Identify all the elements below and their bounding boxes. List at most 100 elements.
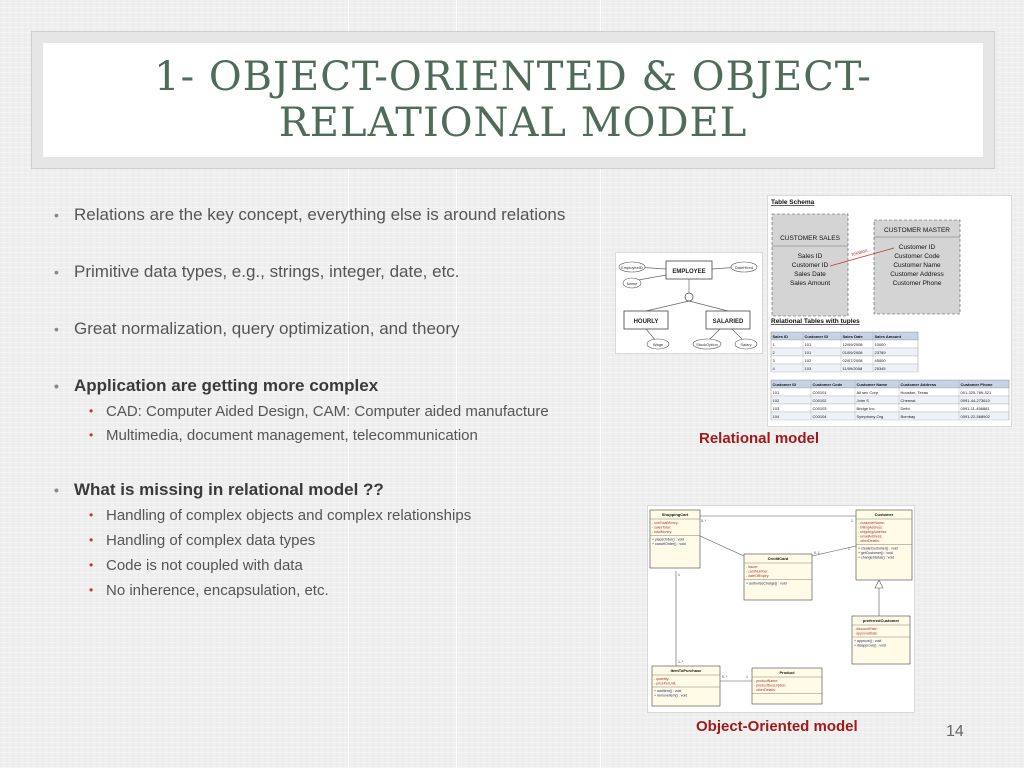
table-cell: Chennai	[901, 398, 916, 403]
uml-operation: + createCustomer() : void	[858, 547, 898, 551]
svg-text:Customer Phone: Customer Phone	[893, 280, 942, 287]
table-cell: 45000	[875, 358, 887, 363]
table-cell: 101	[805, 350, 812, 355]
er-attr-label: DateHired	[735, 265, 753, 270]
slide-title: 1- OBJECT-ORIENTED & OBJECT- RELATIONAL …	[154, 54, 872, 146]
uml-attribute: - dateOfExpiry:	[746, 574, 769, 578]
relation-arrow	[829, 247, 895, 267]
table-cell: 103	[773, 406, 780, 411]
table-cell: 1	[773, 342, 776, 347]
uml-class-name: Product	[779, 670, 795, 675]
table-cell: 01/09/2008	[843, 350, 864, 355]
table-header-cell: Customer ID	[773, 382, 797, 387]
er-entity	[705, 310, 751, 330]
uml-class-name: CreditCard	[768, 556, 789, 561]
table-header-cell: Customer ID	[805, 334, 829, 339]
table-cell: C00103	[813, 406, 828, 411]
svg-text:Customer ID: Customer ID	[899, 244, 936, 251]
uml-diagram: 0..* 1 1 1..* 0..* 1 0..1 1 ShoppingCart…	[649, 509, 913, 707]
uml-class: ItemToPurchase- quantity:- pricePerUnit:…	[651, 665, 721, 707]
uml-classes: ShoppingCart- subTotalMoney:- salesTotal…	[649, 509, 913, 707]
table-cell: C00101	[813, 390, 828, 395]
er-attr-label: EmployeeID	[621, 265, 643, 270]
uml-attribute: - otherDetails:	[754, 688, 776, 692]
svg-text:Customer Name: Customer Name	[893, 262, 941, 269]
master-table-box	[873, 219, 961, 315]
table-cell: 001-325-789-321	[961, 390, 992, 395]
table-cell: 103	[805, 366, 812, 371]
bullet-item: Application are getting more complex	[48, 375, 588, 397]
uml-operation: + getCustomer() : void	[858, 551, 893, 555]
title-panel: 1- OBJECT-ORIENTED & OBJECT- RELATIONAL …	[43, 43, 983, 157]
uml-attribute: - approvalDate:	[854, 632, 878, 636]
table-cell: 0091-22-568902	[961, 414, 991, 419]
table-cell: 2	[773, 350, 776, 355]
table-header-cell: Customer Phone	[961, 382, 994, 387]
table-cell: 0091-11-456881	[961, 406, 991, 411]
er-diagram-image: EMPLOYEE EmployeeID DateHired Name HOURL…	[615, 252, 763, 354]
sales-table-box	[771, 213, 849, 317]
bullet-item: Relations are the key concept, everythin…	[48, 204, 588, 226]
er-diagram: EMPLOYEE EmployeeID DateHired Name HOURL…	[618, 260, 758, 350]
table-cell: Delhi	[901, 406, 910, 411]
uml-attribute: - customerName:	[858, 521, 885, 525]
uml-class-name: preferredCustomer	[863, 618, 900, 623]
table-header-cell: Customer Code	[813, 382, 844, 387]
title-frame: 1- OBJECT-ORIENTED & OBJECT- RELATIONAL …	[31, 31, 995, 169]
relation-label: relation	[851, 248, 869, 258]
er-attr-label: Salary	[740, 342, 751, 347]
svg-text:1: 1	[678, 573, 680, 577]
svg-text:0..*: 0..*	[722, 675, 728, 679]
uml-class-name: ItemToPurchase	[671, 668, 703, 673]
er-attr-label: StockOption	[696, 342, 718, 347]
uml-operation: + placeOrder() : void	[652, 538, 684, 542]
uml-attribute: - quantity:	[654, 677, 669, 681]
page-number: 14	[946, 723, 964, 740]
table-header-cell: Sales Amount	[875, 334, 902, 339]
table-cell: Symphony Org	[857, 414, 884, 419]
svg-text:1: 1	[848, 547, 850, 551]
uml-class: Customer- customerName:- billingAddress:…	[855, 509, 913, 581]
er-entity	[665, 260, 713, 280]
uml-attribute: - billingAddress:	[858, 526, 883, 530]
svg-text:1..*: 1..*	[678, 660, 684, 664]
table-cell: 0091-44-273610	[961, 398, 991, 403]
object-oriented-model-image: 0..* 1 1 1..* 0..* 1 0..1 1 ShoppingCart…	[647, 505, 915, 713]
er-entity-label: HOURLY	[634, 319, 659, 325]
table-cell: Houston, Texas	[901, 390, 929, 395]
uml-class: preferredCustomer - discountRate:- approv…	[851, 615, 911, 665]
table-cell: 3	[773, 358, 776, 363]
sub-bullet-item: Multimedia, document management, telecom…	[48, 426, 526, 445]
table-cell: John S	[857, 398, 870, 403]
table-cell: 102	[773, 398, 780, 403]
svg-text:Customer ID: Customer ID	[792, 262, 829, 269]
uml-attribute: - totalMoney:	[652, 530, 672, 534]
uml-attribute: - pricePerUnit:	[654, 682, 676, 686]
svg-text:Customer Address: Customer Address	[890, 271, 944, 278]
sub-bullet-item: Handling of complex data types	[48, 531, 588, 550]
table-cell: C00102	[813, 398, 828, 403]
table-cell: 11/09/2008	[843, 366, 863, 371]
table-cell: Bombay	[901, 414, 916, 419]
bullet-item: What is missing in relational model ??	[48, 479, 588, 501]
er-entity-label: SALARIED	[713, 319, 744, 325]
table-header-cell: Sales ID	[773, 334, 789, 339]
relational-model-figure: Table Schema CUSTOMER SALES Sales ID Cus…	[770, 199, 1010, 421]
uml-attribute: - issuer:	[746, 565, 758, 569]
uml-associations	[675, 515, 880, 682]
table-cell: 12/09/2008	[843, 342, 864, 347]
table-cell: 25345	[875, 366, 887, 371]
uml-class: Product- productName:- productDescriptio…	[751, 667, 823, 705]
table-cell: 23789	[875, 350, 887, 355]
tuples-title: Relational Tables with tuples	[771, 318, 860, 325]
svg-text:1: 1	[746, 675, 748, 679]
uml-attribute: - emailAddress:	[858, 535, 882, 539]
er-entity	[623, 310, 669, 330]
er-entity-label: EMPLOYEE	[672, 269, 705, 275]
uml-operation: + approve() : void	[854, 639, 881, 643]
table-cell: 02/07/2008	[843, 358, 864, 363]
uml-attribute: - discountRate:	[854, 627, 878, 631]
title-line-2: RELATIONAL MODEL	[278, 100, 748, 146]
uml-attribute: - otherDetails:	[858, 539, 880, 543]
